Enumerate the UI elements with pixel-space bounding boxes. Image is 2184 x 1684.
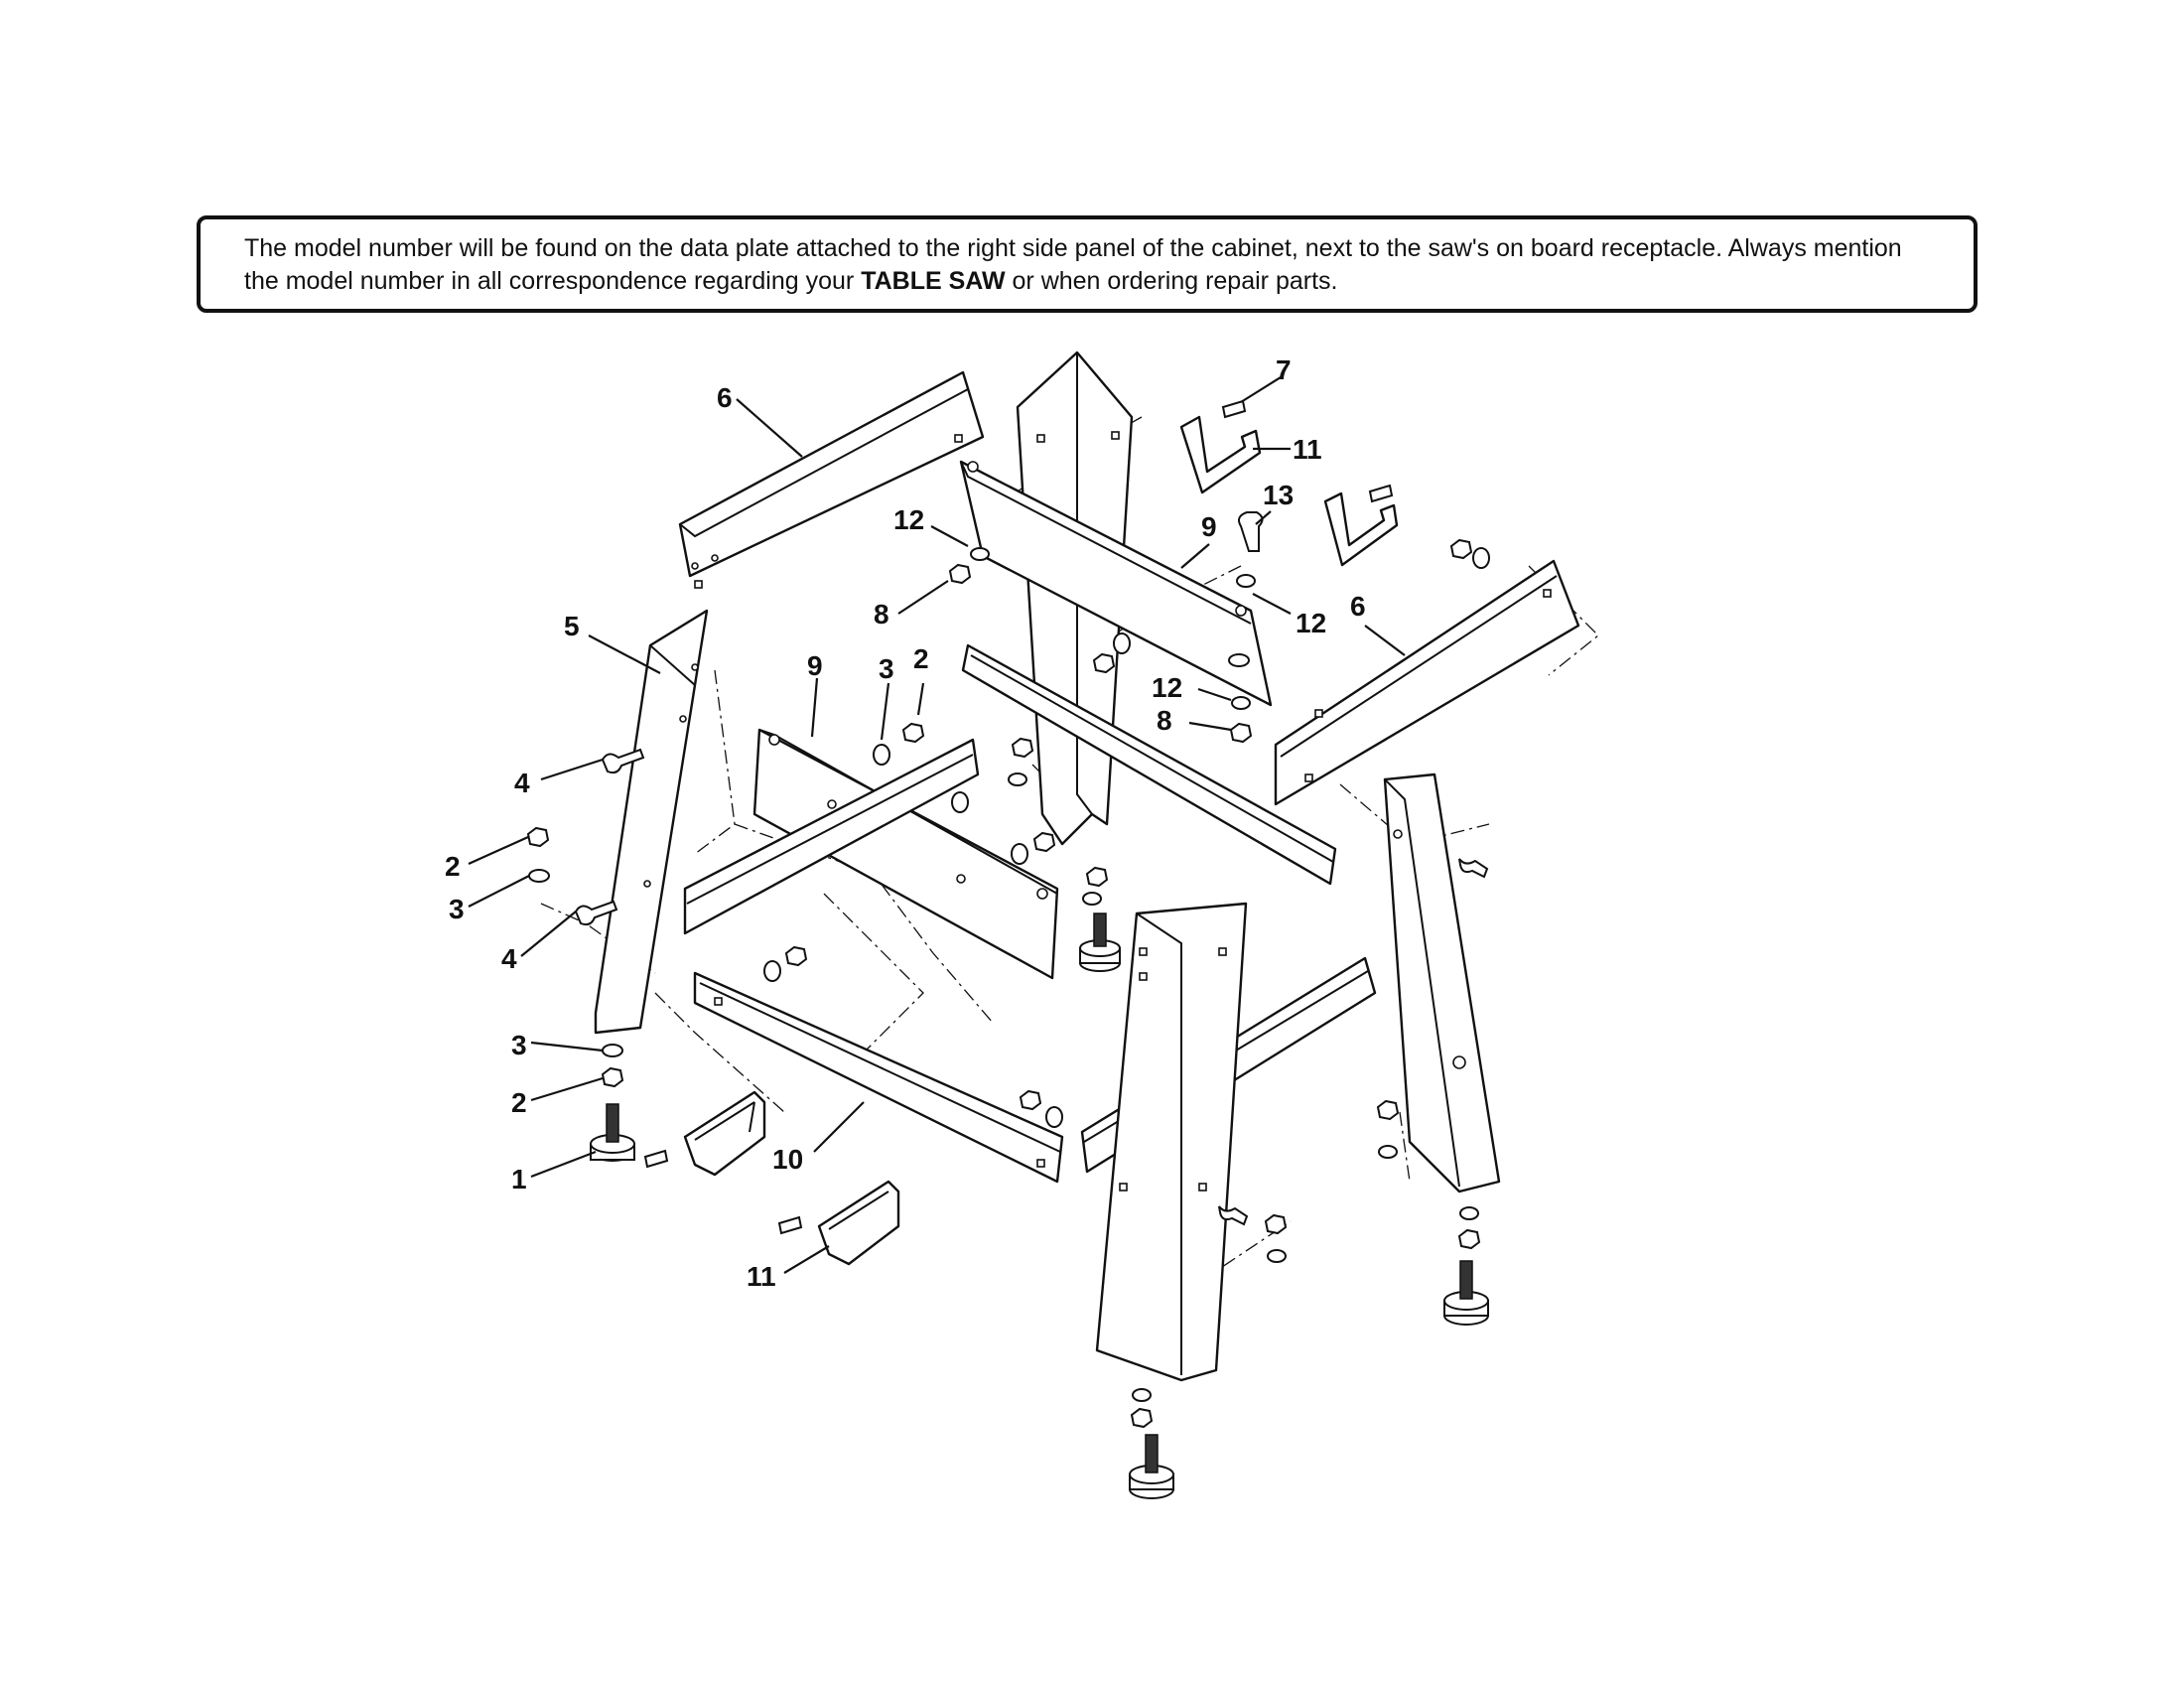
callout-4-low: 4 xyxy=(501,943,517,974)
callout-12-mid: 12 xyxy=(1296,608,1326,638)
bracket-top-right xyxy=(1323,491,1399,567)
cross-rail-diagonal xyxy=(961,643,1337,886)
callout-10: 10 xyxy=(772,1144,803,1175)
lower-front-rail xyxy=(693,971,1064,1184)
notice-text-end: or when ordering repair parts. xyxy=(1005,267,1338,295)
callout-4-top: 4 xyxy=(514,768,530,798)
left-leg xyxy=(594,609,709,1035)
leveling-foot-center xyxy=(1079,912,1121,972)
bracket-lower-center xyxy=(817,1180,900,1266)
bracket-top xyxy=(1179,415,1262,494)
callout-11-low: 11 xyxy=(747,1261,776,1292)
callout-3-top: 3 xyxy=(879,653,894,684)
leveling-foot-right xyxy=(1443,1260,1489,1326)
top-rail-left xyxy=(678,370,985,589)
leveling-foot-left xyxy=(590,1103,635,1162)
callout-7: 7 xyxy=(1276,354,1292,385)
hardware-nuts-washers xyxy=(526,538,1490,1429)
callout-3-low: 3 xyxy=(511,1030,527,1060)
top-rail-right xyxy=(1274,559,1580,806)
callout-2-mid: 2 xyxy=(445,851,461,882)
front-apron xyxy=(752,728,1059,980)
callout-numbers: 6 7 11 13 12 9 8 12 6 5 9 3 2 12 8 4 2 3… xyxy=(445,354,1366,1292)
front-leg xyxy=(1095,902,1248,1382)
bracket-lower-left xyxy=(683,1090,766,1177)
callout-3-mid: 3 xyxy=(449,894,465,924)
leader-lines xyxy=(468,376,1406,1274)
callout-11-top: 11 xyxy=(1293,434,1322,465)
callout-13: 13 xyxy=(1263,480,1294,510)
callout-2-low: 2 xyxy=(511,1087,527,1118)
callout-8-top: 8 xyxy=(874,599,889,630)
right-leg xyxy=(1383,772,1501,1193)
callout-5: 5 xyxy=(564,611,580,641)
callout-12-top: 12 xyxy=(893,504,924,535)
lower-rail-left xyxy=(683,738,980,935)
callout-8-low: 8 xyxy=(1157,705,1172,736)
callout-1: 1 xyxy=(511,1164,527,1194)
hardware-bolts-screws xyxy=(574,399,1489,1235)
notice-emphasis: TABLE SAW xyxy=(861,267,1006,295)
callout-6-left: 6 xyxy=(717,382,733,413)
callout-9-back: 9 xyxy=(1201,511,1217,542)
notice-text: The model number will be found on the da… xyxy=(244,234,1902,295)
model-number-notice: The model number will be found on the da… xyxy=(197,215,1978,313)
leveling-foot-front xyxy=(1129,1434,1174,1499)
back-apron xyxy=(959,460,1273,707)
callout-12-low: 12 xyxy=(1152,672,1182,703)
callout-9-front: 9 xyxy=(807,650,823,681)
callout-2-top: 2 xyxy=(913,643,929,674)
callout-6-right: 6 xyxy=(1350,591,1366,622)
